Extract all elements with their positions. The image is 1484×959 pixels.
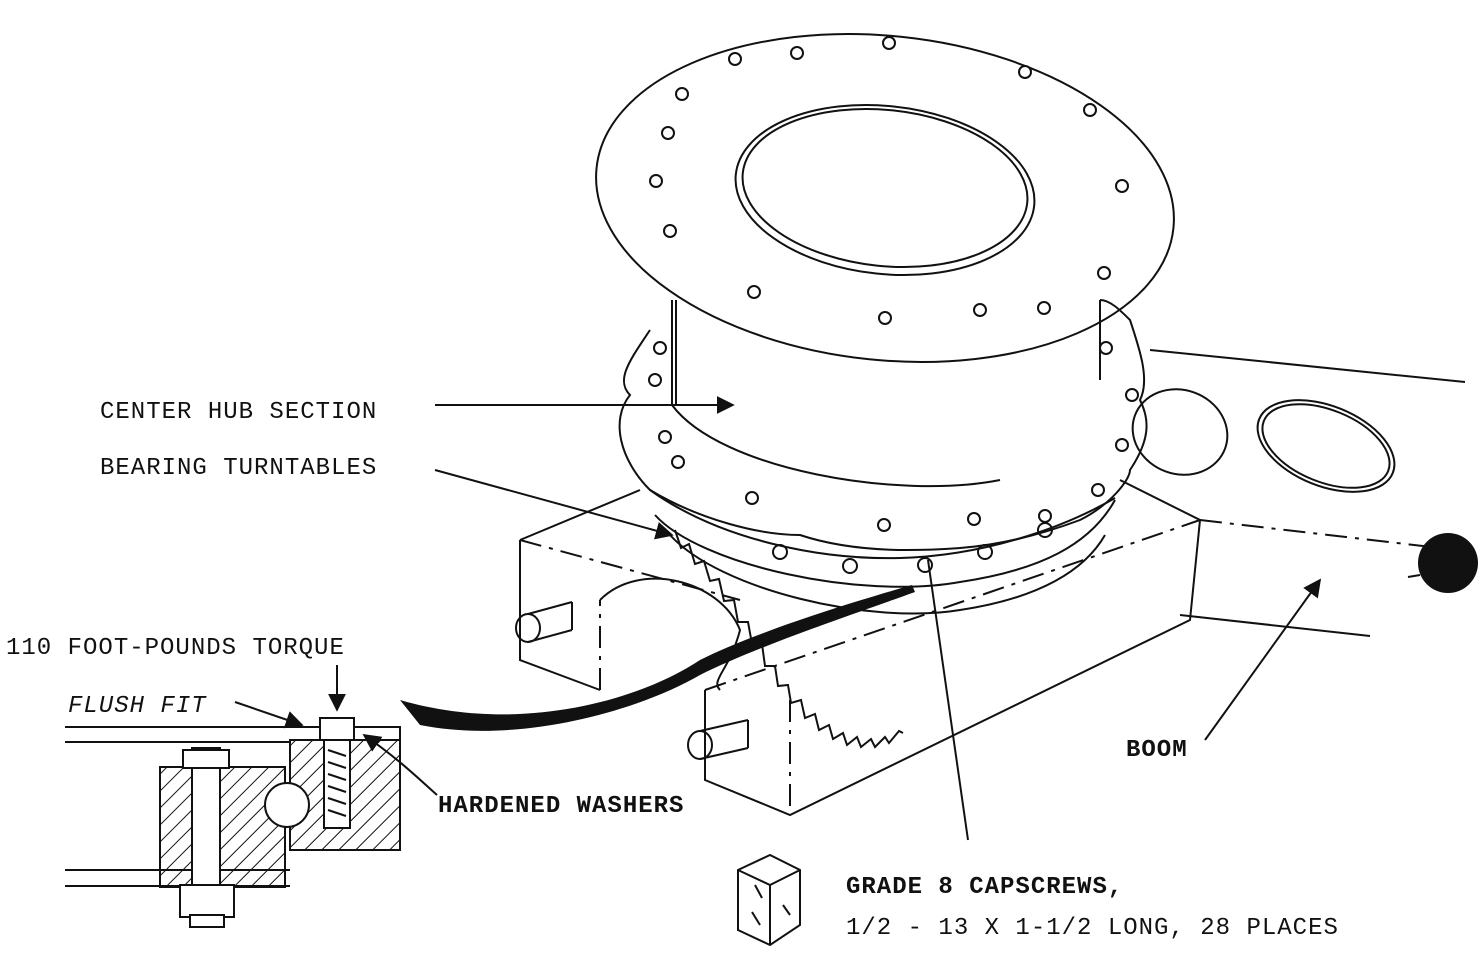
capscrew-icon (737, 853, 801, 947)
label-torque: 110 FOOT-POUNDS TORQUE (6, 635, 345, 662)
bearing-gear-icon (654, 499, 1116, 749)
pin-icon (515, 601, 749, 760)
arrow-icon (234, 396, 1322, 841)
label-capscrews-grade: GRADE 8 CAPSCREWS, (846, 874, 1123, 901)
lower-flange-icon (618, 299, 1148, 560)
label-boom: BOOM (1126, 737, 1188, 764)
label-hardened-washers: HARDENED WASHERS (438, 793, 684, 820)
label-bearing-turntables: BEARING TURNTABLES (100, 455, 377, 482)
label-flush-fit: FLUSH FIT (68, 693, 207, 720)
hub-cylinder-icon (671, 300, 1101, 488)
ring-flange-icon (595, 33, 1175, 363)
boom-beam-icon (515, 349, 1478, 817)
label-center-hub-section: CENTER HUB SECTION (100, 399, 377, 426)
bolt-cross-section-icon (65, 717, 401, 928)
label-capscrews-spec: 1/2 - 13 X 1-1/2 LONG, 28 PLACES (846, 915, 1339, 942)
black-dot-icon (1418, 533, 1478, 593)
